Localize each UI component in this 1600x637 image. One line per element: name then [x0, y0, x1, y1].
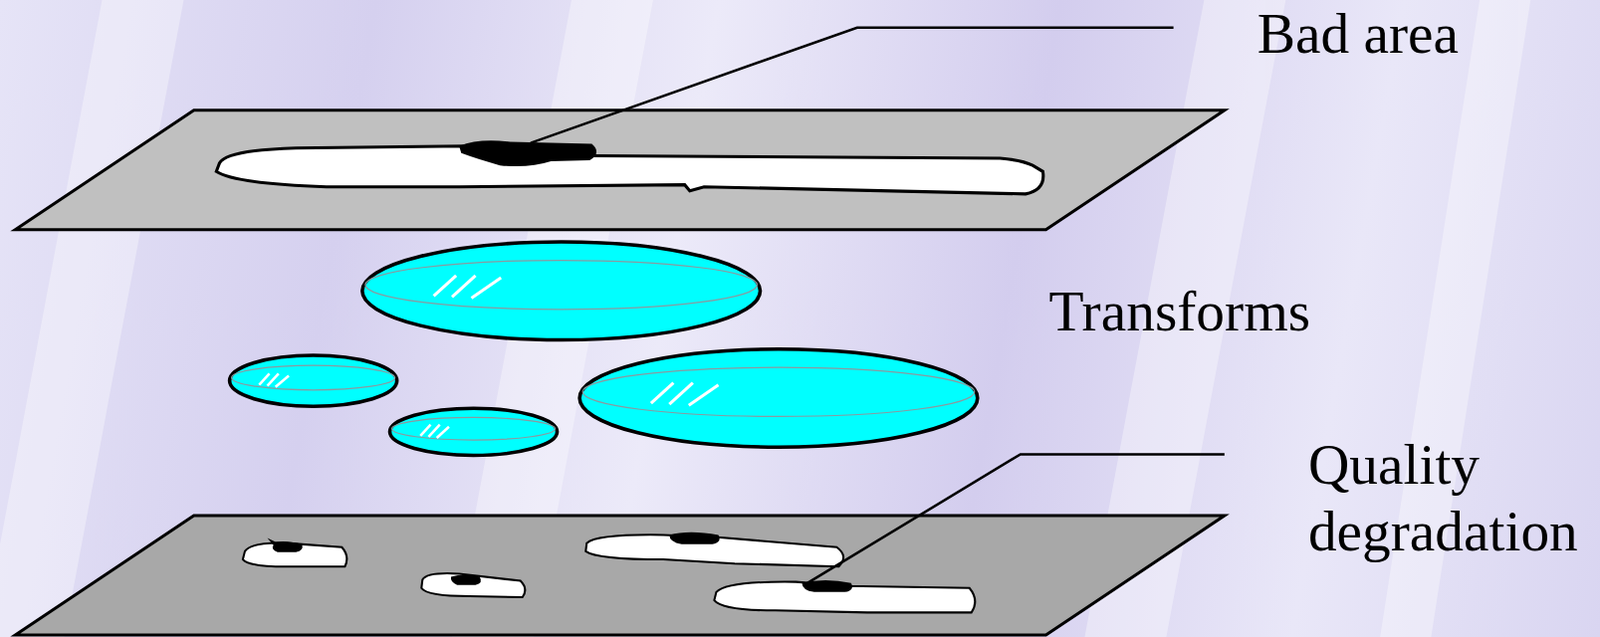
image-plane — [14, 515, 1224, 636]
lens — [229, 355, 398, 407]
lens — [390, 408, 558, 456]
bad-spot — [267, 538, 303, 553]
bad-spot — [451, 574, 481, 585]
bad-spot — [669, 532, 719, 545]
lens — [362, 241, 761, 340]
bad-spot — [458, 140, 597, 167]
callout-label: Quality degradation — [1308, 432, 1600, 565]
object-blob — [421, 573, 525, 598]
object-blob — [216, 146, 1044, 195]
lens — [579, 349, 978, 448]
callout-label: Bad area — [1257, 0, 1595, 68]
image-plane — [14, 110, 1224, 230]
leader-line — [530, 27, 1174, 144]
background-streaks — [0, 0, 1531, 637]
callout-label: Transforms — [1049, 278, 1386, 346]
leader-line — [806, 454, 1225, 584]
